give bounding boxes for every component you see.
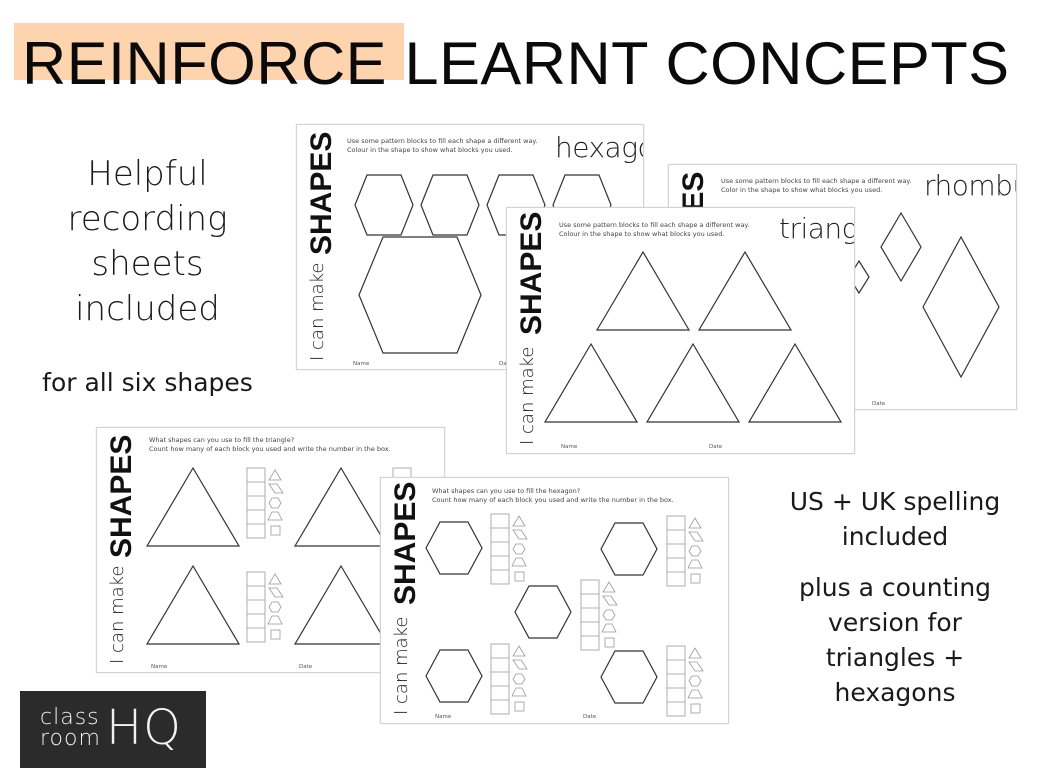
six-shapes-text: for all six shapes bbox=[42, 368, 253, 397]
instruction-line-2: Colour in the shape to show what blocks … bbox=[559, 230, 725, 238]
sheet-count-hexagon: SHAPES I can make What shapes can you us… bbox=[380, 477, 729, 724]
sheet-instructions: What shapes can you use to fill the hexa… bbox=[432, 487, 674, 505]
shape-label-triangle: triangle bbox=[779, 212, 855, 245]
instruction-line-1: Use some pattern blocks to fill each sha… bbox=[347, 137, 538, 145]
classroom-hq-logo: class room HQ bbox=[20, 691, 206, 768]
shape-label-rhombus: rhombus bbox=[924, 169, 1016, 202]
sheet-instructions: Use some pattern blocks to fill each sha… bbox=[721, 177, 911, 195]
page-title: REINFORCE LEARNT CONCEPTS bbox=[22, 28, 1010, 100]
logo-line-class: class bbox=[40, 705, 100, 730]
triangle-shapes-icon bbox=[543, 250, 843, 423]
count-hexagon-shapes-icon bbox=[425, 513, 704, 717]
instruction-line-2: Count how many of each block you used an… bbox=[149, 445, 391, 453]
logo-mark: HQ bbox=[106, 700, 182, 756]
instruction-line-1: What shapes can you use to fill the tria… bbox=[149, 436, 295, 444]
logo-words: class room bbox=[40, 705, 101, 751]
sheet-instructions: Use some pattern blocks to fill each sha… bbox=[559, 221, 749, 239]
name-label: Name bbox=[561, 444, 578, 450]
instruction-line-2: Colour in the shape to show what blocks … bbox=[347, 146, 513, 154]
instruction-line-1: Use some pattern blocks to fill each sha… bbox=[721, 177, 912, 185]
date-label: Date bbox=[583, 714, 597, 720]
name-label: Name bbox=[151, 664, 168, 670]
count-triangle-shapes-icon bbox=[145, 466, 412, 645]
spelling-text: US + UK spelling included bbox=[789, 487, 1001, 551]
name-label: Name bbox=[353, 361, 370, 367]
title-rest-text: LEARNT CONCEPTS bbox=[387, 30, 1010, 97]
instruction-line-1: What shapes can you use to fill the hexa… bbox=[432, 487, 581, 495]
shape-label-hexagon: hexagon bbox=[555, 131, 643, 164]
sheet-instructions: Use some pattern blocks to fill each sha… bbox=[347, 137, 537, 155]
recording-sheets-text: Helpful recording sheets included bbox=[67, 154, 228, 329]
counting-version-text: plus a counting version for triangles + … bbox=[798, 573, 992, 707]
instruction-line-2: Count how many of each block you used an… bbox=[432, 496, 674, 504]
title-highlight bbox=[14, 23, 404, 80]
name-label: Name bbox=[435, 714, 452, 720]
title-highlight-text: REINFORCE bbox=[22, 30, 388, 97]
date-label: Date bbox=[499, 361, 512, 367]
date-label: Date bbox=[709, 444, 723, 450]
instruction-line-2: Color in the shape to show what blocks y… bbox=[721, 186, 883, 194]
instruction-line-1: Use some pattern blocks to fill each sha… bbox=[559, 221, 750, 229]
logo-line-room: room bbox=[40, 726, 101, 751]
date-label: Date bbox=[872, 401, 886, 407]
sheet-triangle: SHAPES I can make Use some pattern block… bbox=[506, 207, 855, 454]
date-label: Date bbox=[299, 664, 313, 670]
sheet-instructions: What shapes can you use to fill the tria… bbox=[149, 436, 391, 454]
